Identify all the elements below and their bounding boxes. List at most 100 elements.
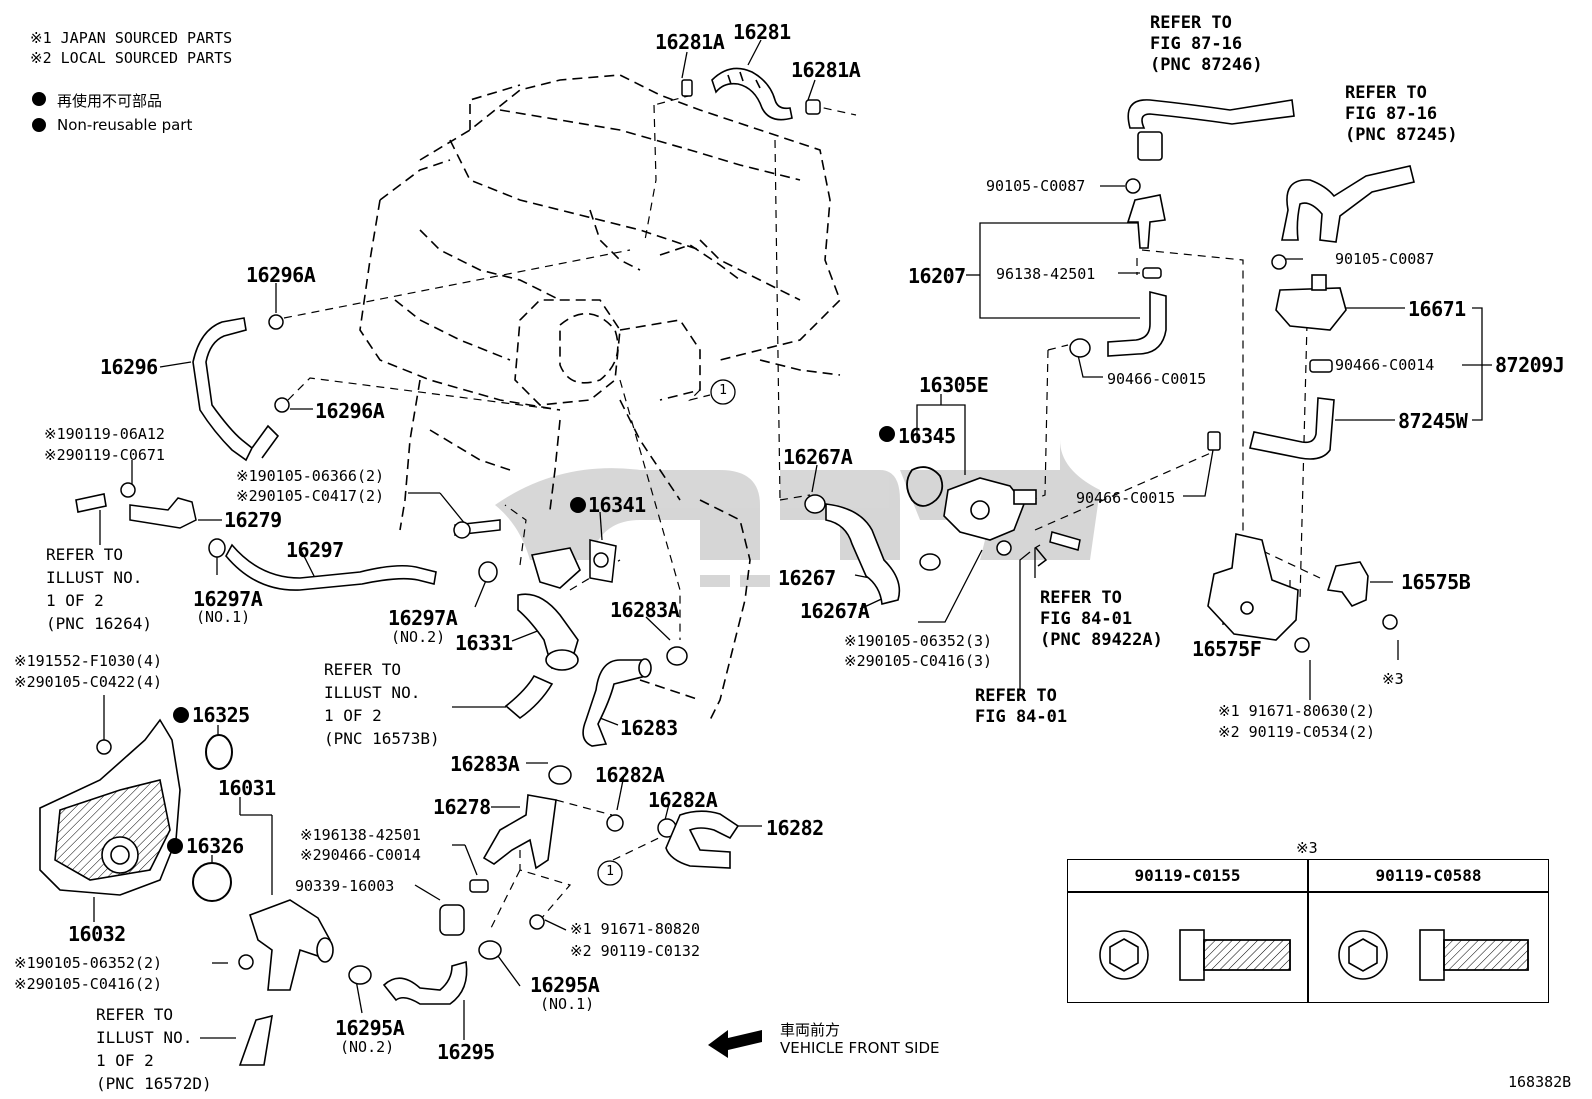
label-16296A-b[interactable]: 16296A <box>315 399 385 423</box>
label-190105-06352-right[interactable]: ※190105-06352(3) <box>844 632 993 650</box>
label-16297A-1[interactable]: 16297A <box>193 587 263 611</box>
refer-16573B[interactable]: REFER TO ILLUST NO. 1 OF 2 (PNC 16573B) <box>324 660 440 748</box>
label-16267A-a[interactable]: 16267A <box>783 445 853 469</box>
label-190105-06352-left[interactable]: ※190105-06352(2) <box>14 954 163 972</box>
circle-ref-1a-text: 1 <box>719 383 727 398</box>
label-290466-C0014[interactable]: ※290466-C0014 <box>300 846 421 864</box>
label-16341[interactable]: 16341 <box>588 493 646 517</box>
hose-16267 <box>825 503 901 605</box>
sensor-16279 <box>120 482 197 529</box>
label-16671[interactable]: 16671 <box>1408 297 1466 321</box>
label-190119-06A12[interactable]: ※190119-06A12 <box>44 425 165 443</box>
refer-89422A[interactable]: REFER TO FIG 84-01 (PNC 89422A) <box>1040 588 1163 650</box>
bolt-91671-80630 <box>1294 637 1310 653</box>
refer-87245[interactable]: REFER TO FIG 87-16 (PNC 87245) <box>1345 83 1458 145</box>
thermostat-16031 <box>249 899 334 991</box>
label-16032[interactable]: 16032 <box>68 922 126 946</box>
label-90466-C0014[interactable]: 90466-C0014 <box>1335 356 1435 374</box>
label-16297[interactable]: 16297 <box>286 538 344 562</box>
hose-16296 <box>192 317 280 462</box>
label-16326[interactable]: 16326 <box>186 834 244 858</box>
label-16278[interactable]: 16278 <box>433 795 491 819</box>
sensor-89422A <box>1049 531 1081 551</box>
clamp-16295A-2 <box>348 965 372 985</box>
label-87245W[interactable]: 87245W <box>1398 409 1468 433</box>
label-16282[interactable]: 16282 <box>766 816 824 840</box>
label-16283A-a[interactable]: 16283A <box>610 598 680 622</box>
label-16295[interactable]: 16295 <box>437 1040 495 1064</box>
label-190105-06366[interactable]: ※190105-06366(2) <box>236 467 385 485</box>
bolt-90105-C0087-a <box>1125 178 1141 194</box>
label-16297A-2-sub: (NO.2) <box>391 628 446 646</box>
label-16305E[interactable]: 16305E <box>919 373 989 397</box>
label-16283[interactable]: 16283 <box>620 716 678 740</box>
clamp-16267A-b <box>919 553 941 571</box>
label-196138-42501[interactable]: ※196138-42501 <box>300 826 421 844</box>
label-90339-16003[interactable]: 90339-16003 <box>295 877 395 895</box>
refer-16572D[interactable]: REFER TO ILLUST NO. 1 OF 2 (PNC 16572D) <box>96 1005 212 1093</box>
hose-87245 <box>1281 165 1415 243</box>
label-290119-C0534[interactable]: ※2 90119-C0534(2) <box>1218 723 1376 741</box>
pipe-16207 <box>1126 194 1166 249</box>
refer-84-01[interactable]: REFER TO FIG 84-01 <box>975 686 1068 727</box>
label-16282A-b[interactable]: 16282A <box>648 788 718 812</box>
label-290105-C0417[interactable]: ※290105-C0417(2) <box>236 487 385 505</box>
clamp-16296A-a <box>268 314 284 330</box>
pipe-16278 <box>482 794 557 870</box>
label-90466-C0015-a[interactable]: 90466-C0015 <box>1107 370 1207 388</box>
label-90105-C0087-b[interactable]: 90105-C0087 <box>1335 250 1435 268</box>
label-16267[interactable]: 16267 <box>778 566 836 590</box>
label-96138-42501-right[interactable]: 96138-42501 <box>996 265 1096 283</box>
label-16031[interactable]: 16031 <box>218 776 276 800</box>
table-header-col2: 90119-C0588 <box>1375 866 1482 885</box>
front-label-jp: 車両前方 <box>780 1021 841 1039</box>
label-16345[interactable]: 16345 <box>898 424 956 448</box>
label-16282A-a[interactable]: 16282A <box>595 763 665 787</box>
table-header-col1: 90119-C0155 <box>1134 866 1241 885</box>
label-16279[interactable]: 16279 <box>224 508 282 532</box>
label-16295A-1[interactable]: 16295A <box>530 973 600 997</box>
label-16325[interactable]: 16325 <box>192 703 250 727</box>
housing-16331 <box>517 547 581 671</box>
front-label-en: VEHICLE FRONT SIDE <box>780 1039 940 1057</box>
label-16281[interactable]: 16281 <box>733 20 791 44</box>
label-90466-C0015-b[interactable]: 90466-C0015 <box>1076 489 1176 507</box>
label-191671-80820[interactable]: ※1 91671-80820 <box>570 920 700 938</box>
clip-84-01 <box>1035 547 1048 567</box>
pipe-refer-16573B <box>504 674 554 720</box>
clamp-16297A-1 <box>208 538 226 558</box>
non-reusable-legend-dots <box>32 92 46 132</box>
label-191671-80630[interactable]: ※1 91671-80630(2) <box>1218 702 1376 720</box>
label-16575B[interactable]: 16575B <box>1401 570 1471 594</box>
refer-16264[interactable]: REFER TO ILLUST NO. 1 OF 2 (PNC 16264) <box>46 545 152 633</box>
hose-16281 <box>711 67 793 121</box>
label-16281A-a[interactable]: 16281A <box>655 30 725 54</box>
note-local-sourced: ※2 LOCAL SOURCED PARTS <box>30 49 233 67</box>
clamp-90466-C0014 <box>1309 359 1333 373</box>
note-japan-sourced: ※1 JAPAN SOURCED PARTS <box>30 29 233 47</box>
label-290119-C0132[interactable]: ※2 90119-C0132 <box>570 942 700 960</box>
label-16281A-b[interactable]: 16281A <box>791 58 861 82</box>
clamp-16281A-a <box>681 79 693 97</box>
label-16296[interactable]: 16296 <box>100 355 158 379</box>
label-290105-C0416-left[interactable]: ※290105-C0416(2) <box>14 975 163 993</box>
label-16283A-b[interactable]: 16283A <box>450 752 520 776</box>
label-16267A-b[interactable]: 16267A <box>800 599 870 623</box>
clamp-16283A-a <box>666 646 688 666</box>
label-90105-C0087-a[interactable]: 90105-C0087 <box>986 177 1086 195</box>
label-87209J[interactable]: 87209J <box>1495 353 1565 377</box>
refer-87246[interactable]: REFER TO FIG 87-16 (PNC 87246) <box>1150 13 1263 75</box>
label-290119-C0671[interactable]: ※290119-C0671 <box>44 446 165 464</box>
label-191552-F1030[interactable]: ※191552-F1030(4) <box>14 652 163 670</box>
label-16575F[interactable]: 16575F <box>1192 637 1262 661</box>
label-290105-C0422[interactable]: ※290105-C0422(4) <box>14 673 163 691</box>
label-290105-C0416-right[interactable]: ※290105-C0416(3) <box>844 652 993 670</box>
label-16331[interactable]: 16331 <box>455 631 513 655</box>
label-16297A-2[interactable]: 16297A <box>388 606 458 630</box>
label-16295A-2[interactable]: 16295A <box>335 1016 405 1040</box>
note-nonreusable-jp: 再使用不可部品 <box>57 92 163 110</box>
clamp-16281A-b <box>805 99 821 115</box>
label-16296A-a[interactable]: 16296A <box>246 263 316 287</box>
label-16207[interactable]: 16207 <box>908 264 966 288</box>
